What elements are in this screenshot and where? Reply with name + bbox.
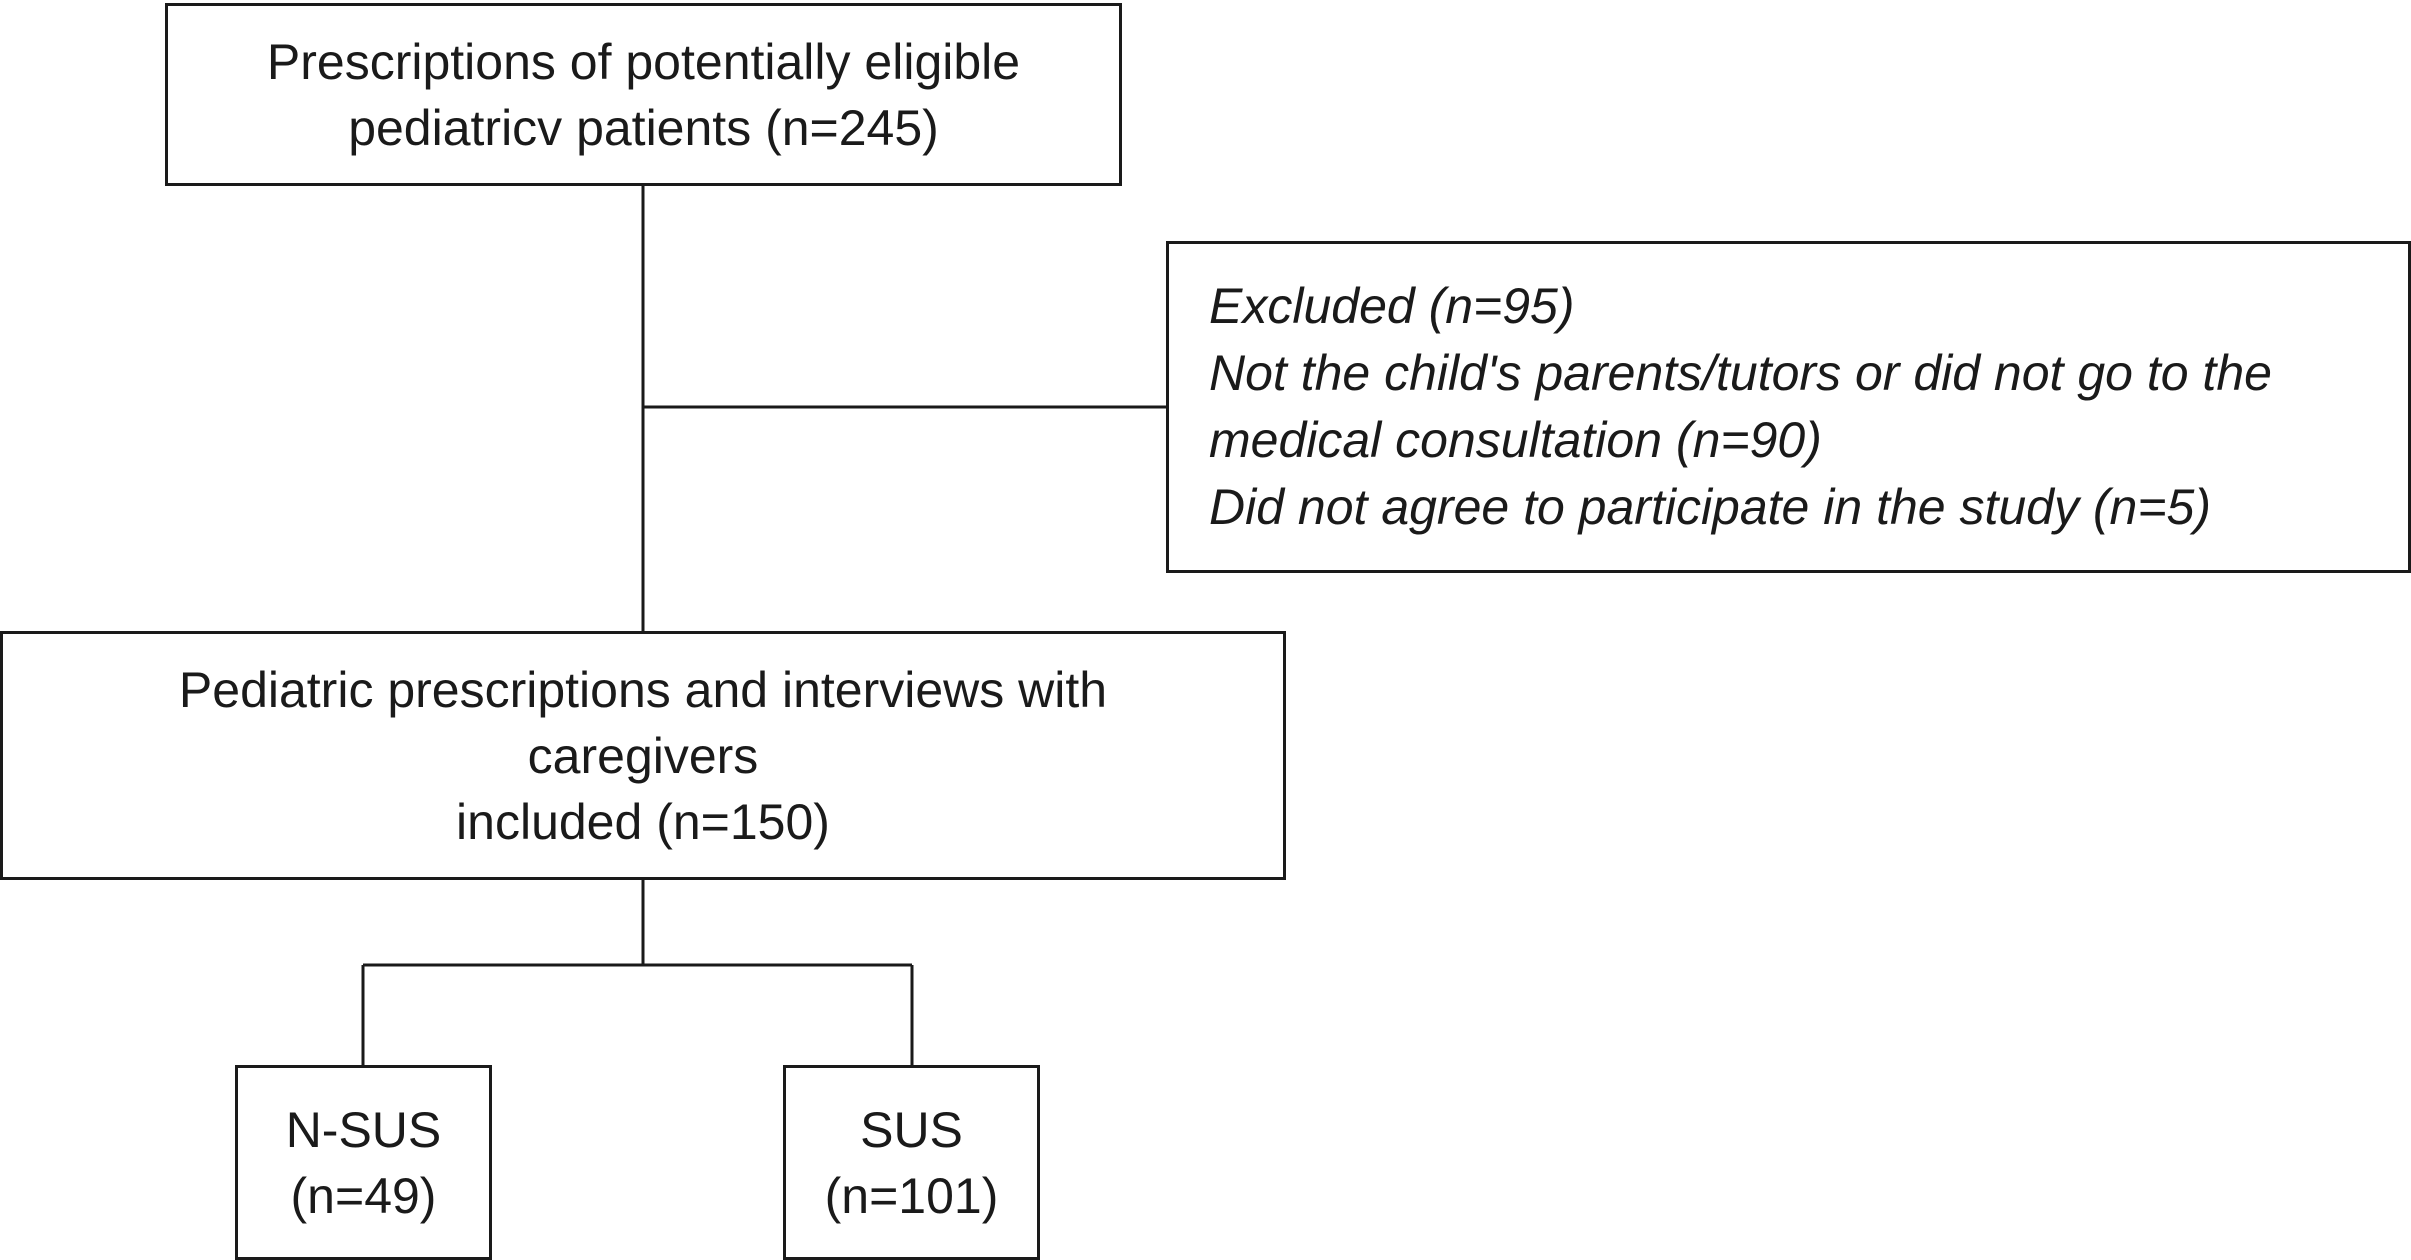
excluded-line-4: Did not agree to participate in the stud… [1209,479,2211,535]
sus-box: SUS (n=101) [783,1065,1040,1260]
included-line-1: Pediatric prescriptions and interviews w… [178,661,1108,718]
excluded-box: Excluded (n=95) Not the child's parents/… [1166,241,2411,573]
eligible-line-2: pediatricv patients (n=245) [348,99,939,156]
excluded-line-3: medical consultation (n=90) [1209,412,1822,468]
included-line-2: caregivers [527,727,759,784]
excluded-line-1: Excluded (n=95) [1209,278,1575,334]
nsus-label: N-SUS [285,1101,442,1158]
sus-count: (n=101) [824,1167,999,1224]
eligible-patients-box: Prescriptions of potentially eligible pe… [165,3,1122,186]
sus-label: SUS [860,1101,963,1158]
nsus-count: (n=49) [290,1167,437,1224]
included-line-3: included (n=150) [456,793,830,850]
excluded-line-2: Not the child's parents/tutors or did no… [1209,345,2272,401]
nsus-box: N-SUS (n=49) [235,1065,492,1260]
included-box: Pediatric prescriptions and interviews w… [0,631,1286,880]
eligible-line-1: Prescriptions of potentially eligible [266,33,1021,90]
